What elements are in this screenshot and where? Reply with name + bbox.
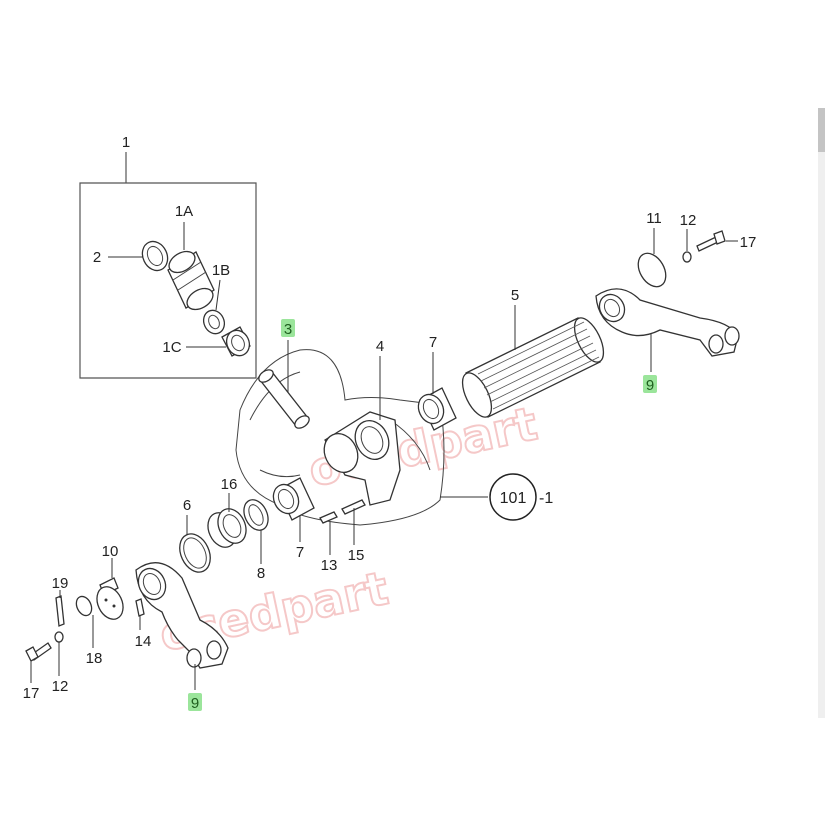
part-11-washer: [637, 228, 667, 288]
part-17-lower-bolt: [25, 642, 52, 683]
label-16: 16: [221, 476, 238, 493]
label-9-upper: 9: [646, 377, 654, 394]
label-4: 4: [376, 338, 384, 355]
label-17-lower: 17: [23, 685, 40, 702]
reference-101-number: 101: [500, 490, 527, 507]
scrollbar-thumb[interactable]: [818, 108, 825, 152]
part-7-lower-bushing: [272, 477, 315, 542]
part-12-upper-nut: [682, 229, 692, 263]
part-8-ring: [243, 499, 269, 564]
reference-101-suffix: -1: [539, 490, 553, 507]
label-12-upper: 12: [680, 212, 697, 229]
part-1b-ring: [202, 279, 226, 335]
highlight-3: [281, 319, 295, 337]
label-5: 5: [511, 287, 519, 304]
reference-101: 101 -1: [489, 473, 553, 521]
part-18-plate: [75, 586, 124, 648]
part-15-spring-pin: [341, 499, 366, 545]
label-15: 15: [348, 547, 365, 564]
label-10: 10: [102, 543, 119, 560]
part-1c-bushing: [186, 326, 251, 357]
label-6: 6: [183, 497, 191, 514]
label-18: 18: [86, 650, 103, 667]
highlight-9-lower: [188, 693, 202, 711]
part-13-pin: [319, 511, 338, 555]
label-7-lower: 7: [296, 544, 304, 561]
part-5-splined-shaft: [461, 305, 605, 418]
part-6-oring: [179, 515, 211, 573]
label-11: 11: [646, 210, 662, 227]
part-3-pin: [258, 340, 310, 429]
part-9-lower-lever: [135, 562, 229, 690]
label-13: 13: [321, 557, 338, 574]
kit-box: [79, 152, 257, 379]
part-19-screw: [55, 590, 65, 627]
label-1a: 1A: [175, 203, 193, 220]
label-17-upper: 17: [740, 234, 757, 251]
part-2-seal: [108, 240, 169, 272]
label-12-lower: 12: [52, 678, 69, 695]
part-1a-rotor: [167, 222, 215, 311]
label-9-lower: 9: [191, 695, 199, 712]
part-4-bracket: [323, 356, 401, 506]
vertical-scrollbar[interactable]: [818, 108, 825, 718]
part-9-upper-lever: [595, 288, 740, 372]
label-7-upper: 7: [429, 334, 437, 351]
label-8: 8: [257, 565, 265, 582]
label-1c: 1C: [162, 339, 181, 356]
highlight-9-upper: [643, 375, 657, 393]
label-19: 19: [52, 575, 69, 592]
label-2: 2: [93, 249, 101, 266]
part-17-upper-bolt: [696, 230, 738, 252]
label-3: 3: [284, 321, 292, 338]
part-12-lower-washer: [54, 631, 64, 676]
part-16-seal: [207, 493, 247, 548]
part-14-pin: [135, 598, 145, 630]
label-1: 1: [122, 134, 130, 151]
label-1b: 1B: [212, 262, 230, 279]
label-14: 14: [135, 633, 152, 650]
part-7-upper-bushing: [417, 352, 457, 431]
